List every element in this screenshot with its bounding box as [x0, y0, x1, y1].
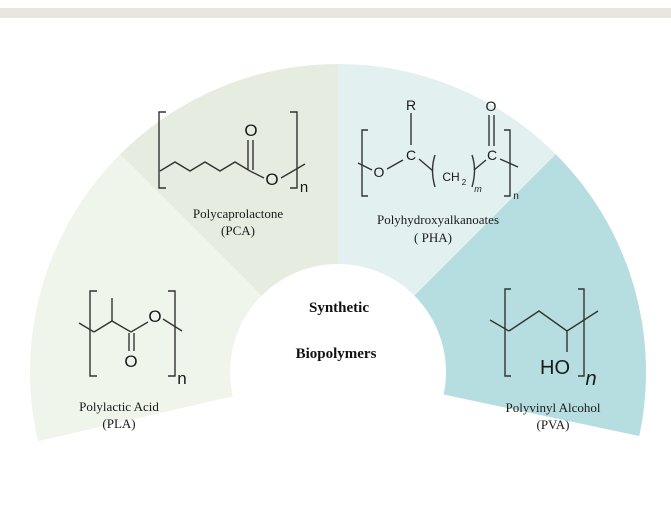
pca-ester-o: O	[265, 170, 278, 189]
pla-bracket-left	[89, 290, 97, 377]
pva-n: n	[585, 368, 596, 390]
pha-ch2-c	[473, 159, 487, 171]
pha-n: n	[513, 191, 519, 202]
pha-bracket-right	[504, 129, 511, 197]
pha-ch2-sub: 2	[462, 178, 467, 187]
pva-label-name: Polyvinyl Alcohol	[506, 400, 601, 415]
pla-label-name: Polylactic Acid	[79, 399, 159, 414]
pca-chain	[159, 161, 251, 172]
segment-pla	[29, 154, 262, 442]
segment-pha	[338, 64, 556, 296]
pva-label-abbr: (PVA)	[537, 417, 570, 432]
pha-c2: C	[487, 147, 497, 163]
segment-pca	[120, 64, 338, 296]
pla-structure: O O n	[78, 290, 187, 388]
pca-label-name: Polycaprolactone	[193, 206, 283, 221]
pca-bracket-right	[290, 111, 298, 189]
pha-bracket-left	[361, 129, 368, 197]
pva-bracket-left	[504, 288, 511, 377]
pha-o: O	[374, 164, 385, 180]
pca-n: n	[300, 179, 308, 196]
pla-ester-o: O	[148, 307, 161, 326]
pha-c1: C	[406, 147, 416, 163]
pca-label-abbr: (PCA)	[221, 223, 255, 238]
pca-carbonyl-o: O	[244, 121, 257, 140]
top-bar	[0, 8, 671, 18]
pca-tail	[280, 163, 306, 179]
pla-tail	[162, 318, 183, 332]
center-title-line1: Synthetic	[309, 300, 369, 316]
pha-ch2: CH	[442, 170, 459, 184]
pha-tail	[499, 158, 519, 168]
pha-lead	[357, 162, 373, 171]
pca-structure: O O n	[158, 111, 308, 196]
pla-carbonyl-o: O	[124, 352, 137, 371]
pha-label-name: Polyhydroxyalkanoates	[377, 212, 499, 227]
segment-pva	[414, 154, 646, 437]
pha-m: m	[474, 184, 482, 194]
pca-bracket-left	[158, 111, 166, 189]
pva-bracket-right	[578, 288, 585, 377]
pha-inner-bracket-right	[471, 154, 476, 188]
pla-bracket-right	[168, 290, 176, 377]
pha-label-abbr: ( PHA)	[414, 230, 452, 245]
pca-ester-bond	[249, 170, 265, 179]
pva-structure: HO n	[489, 288, 599, 390]
pha-inner-bracket-left	[431, 154, 436, 188]
pva-lead	[489, 319, 510, 332]
pla-n: n	[177, 369, 186, 388]
pha-carbonyl-o: O	[486, 98, 497, 114]
pha-c-ch2	[418, 158, 434, 172]
pla-chain	[93, 320, 149, 333]
pla-lead	[78, 322, 95, 333]
center-title-line2: Biopolymers	[296, 346, 377, 362]
pva-ho: HO	[540, 357, 570, 379]
pha-o-c	[386, 159, 404, 170]
pha-structure: O C R CH 2 m C O n	[357, 97, 519, 202]
pla-label-abbr: (PLA)	[102, 416, 135, 431]
pva-chain	[508, 310, 599, 332]
pha-r: R	[406, 97, 416, 113]
